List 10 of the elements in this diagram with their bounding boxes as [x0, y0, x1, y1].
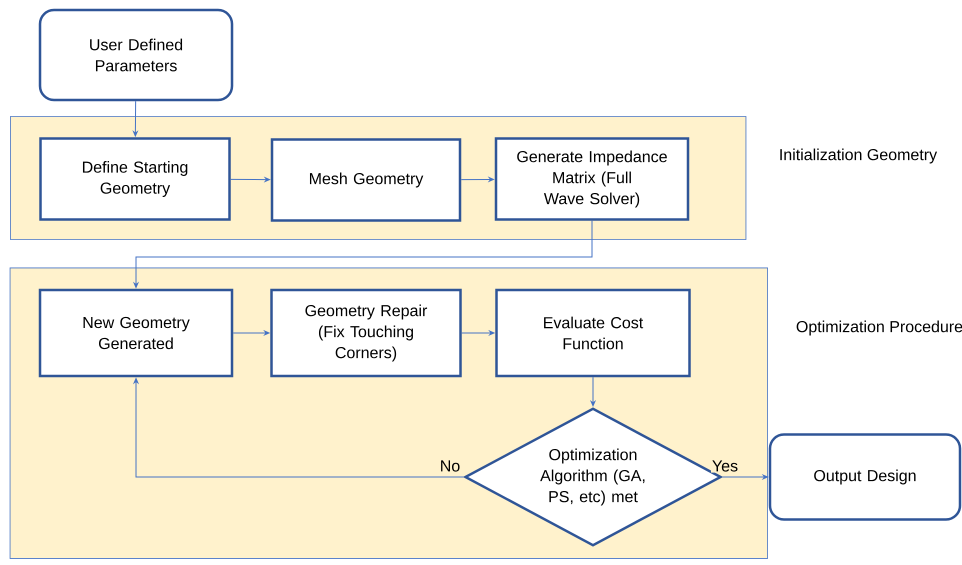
rounded-box: Output Design [768, 433, 962, 521]
process-box: Generate Impedance Matrix (Full Wave Solver) [494, 137, 690, 221]
process-box: Define Starting Geometry [39, 137, 231, 221]
node-label: Optimization Procedure [796, 320, 962, 336]
process-box: Evaluate Cost Function [495, 288, 691, 378]
process-box: New Geometry Generated [38, 288, 234, 378]
process-box: Geometry Repair (Fix Touching Corners) [270, 288, 462, 378]
rounded-box: User Defined Parameters [38, 8, 234, 102]
process-box: Mesh Geometry [270, 138, 462, 222]
node-label: Initialization Geometry [780, 148, 938, 164]
